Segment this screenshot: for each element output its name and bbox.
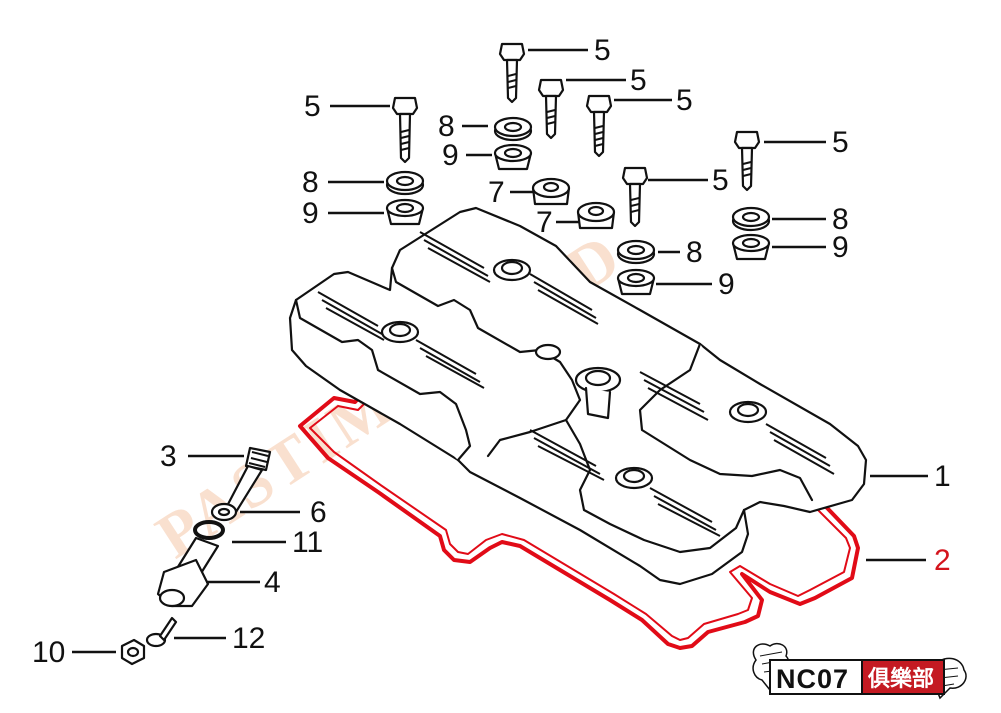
callout-8c: 8	[686, 236, 703, 269]
callout-labels: 1 2 3 4 5 5 5 5 5 5 6 7 7 8 8 8 8 9 9 9 …	[32, 34, 951, 669]
callout-5f: 5	[832, 126, 849, 159]
callout-9b: 9	[302, 197, 319, 230]
tacho-gear-shaft	[224, 446, 272, 514]
callout-5c: 5	[630, 64, 647, 97]
callout-8a: 8	[438, 110, 455, 143]
callout-9a: 9	[442, 139, 459, 172]
callout-5e: 5	[712, 164, 729, 197]
bolt-6	[733, 130, 761, 192]
callout-5a: 5	[304, 90, 321, 123]
washers	[385, 116, 771, 265]
nut	[120, 638, 146, 666]
logo-club-text: 俱樂部	[867, 666, 934, 691]
washer-4	[731, 206, 771, 232]
cap-2	[576, 201, 616, 230]
bolt-4	[585, 94, 613, 158]
grommet-1	[493, 143, 533, 171]
callout-6: 6	[310, 496, 327, 529]
callout-5d: 5	[676, 84, 693, 117]
callout-2: 2	[934, 544, 951, 577]
grommet-2	[385, 198, 425, 226]
cylinder-head-cover	[288, 206, 868, 586]
caps	[531, 177, 616, 230]
bolt-1	[391, 96, 419, 164]
callout-5b: 5	[594, 34, 611, 67]
washer-2	[385, 170, 425, 196]
callout-10: 10	[32, 636, 65, 669]
washer-1	[493, 116, 533, 142]
tachometer-drive-assembly	[120, 446, 272, 666]
grommets	[385, 143, 771, 296]
bolt-5	[621, 166, 649, 228]
callout-11: 11	[292, 526, 323, 559]
logo-model-text: NC07	[776, 664, 849, 694]
callout-7b: 7	[536, 206, 553, 239]
callout-3: 3	[160, 440, 177, 473]
logo-club-box	[861, 659, 945, 695]
grommet-4	[731, 233, 771, 261]
grommet-3	[616, 268, 656, 296]
callout-4: 4	[264, 566, 281, 599]
callout-9d: 9	[832, 231, 849, 264]
o-ring	[193, 520, 225, 540]
bolt-3	[537, 78, 565, 140]
callout-12: 12	[232, 622, 265, 655]
oil-seal	[210, 502, 238, 522]
housing-screw	[145, 616, 178, 648]
bolt-2	[498, 42, 526, 104]
logo-model-box	[769, 659, 863, 695]
club-logo: NC07 俱樂部	[752, 642, 967, 700]
callout-1: 1	[934, 460, 951, 493]
leader-lines	[72, 48, 928, 654]
tacho-gear-housing	[156, 536, 220, 608]
callout-8b: 8	[302, 166, 319, 199]
callout-9c: 9	[718, 268, 735, 301]
callout-8d: 8	[832, 203, 849, 236]
cover-bolts	[391, 42, 761, 228]
washer-3	[616, 239, 656, 265]
cap-1	[531, 177, 571, 206]
callout-7a: 7	[488, 176, 505, 209]
